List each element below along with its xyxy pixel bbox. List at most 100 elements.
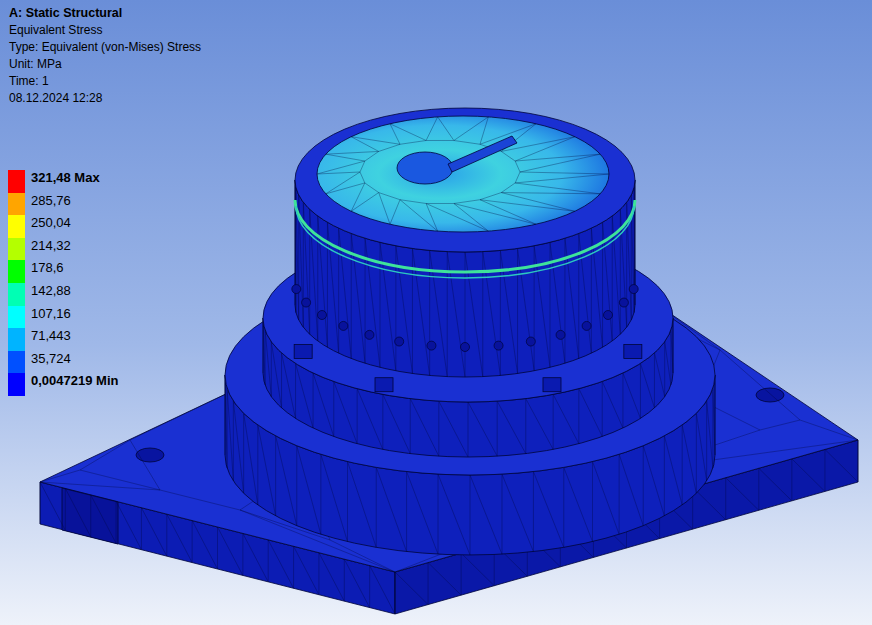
mesh-edge: [244, 413, 258, 505]
mesh-edge: [268, 540, 269, 582]
mesh-edge: [461, 553, 462, 595]
mesh-edge: [192, 521, 193, 563]
mesh-edge: [395, 572, 428, 605]
mesh-edge: [858, 440, 859, 482]
mesh-edge: [317, 161, 365, 174]
bolt: [302, 298, 311, 307]
bolt-head: [624, 345, 642, 359]
bolt-head: [375, 378, 393, 392]
mesh-edge: [640, 363, 641, 418]
mesh-edge: [395, 572, 396, 614]
mesh-edge: [160, 490, 240, 510]
mesh-edge: [760, 420, 800, 430]
mesh-edge: [295, 363, 296, 418]
mesh-edge: [294, 546, 319, 594]
mesh-edge: [640, 363, 654, 407]
mesh-edge: [347, 462, 348, 542]
mesh-edge: [351, 183, 365, 211]
bolt: [556, 330, 565, 339]
mesh-edge: [664, 342, 665, 397]
mesh-edge: [365, 151, 379, 161]
mesh-edge: [281, 353, 282, 408]
mesh-edge: [454, 117, 488, 141]
mesh-edge: [664, 436, 682, 505]
mesh-edge: [438, 474, 439, 554]
mesh-edge: [166, 514, 167, 556]
mesh-edge: [351, 137, 400, 145]
mesh-edge: [602, 381, 623, 428]
legend-value: 35,724: [31, 351, 71, 366]
mesh-edge: [379, 193, 390, 225]
mesh-edge: [407, 472, 438, 555]
mesh-edge: [326, 154, 365, 161]
legend-row: 71,443: [8, 328, 118, 351]
mesh-edge: [141, 508, 166, 556]
mesh-edge: [515, 172, 520, 183]
result-info: Unit: MPa: [9, 56, 201, 73]
bolt: [461, 343, 470, 352]
bolt: [526, 337, 535, 346]
mesh-edge: [515, 183, 600, 194]
mesh-edge: [296, 446, 297, 526]
mesh-edge: [654, 353, 655, 408]
mesh-edge: [468, 402, 497, 456]
mesh-edge: [438, 401, 439, 456]
legend-swatch: [8, 260, 25, 283]
bolt-head: [294, 345, 312, 359]
result-info: Time: 1: [9, 73, 201, 90]
mesh-edge: [720, 350, 800, 420]
legend-value: 321,48 Max: [31, 170, 100, 185]
mesh-edge: [515, 161, 520, 172]
mesh-edge: [320, 454, 321, 534]
mesh-edge: [438, 474, 470, 555]
mesh-edge: [707, 401, 713, 468]
mesh-edge: [461, 553, 494, 586]
mesh-edge: [682, 425, 696, 493]
legend-value: 71,443: [31, 328, 71, 343]
mesh-edge: [713, 388, 715, 455]
mesh-edge: [406, 472, 407, 552]
mesh-edge: [400, 200, 438, 231]
mesh-edge: [400, 140, 426, 144]
mesh-edge: [526, 399, 553, 450]
legend-swatch: [8, 215, 25, 238]
mesh-edge: [428, 563, 429, 605]
legend-row: 178,6: [8, 260, 118, 283]
bolt: [365, 330, 374, 339]
mesh-edge: [520, 154, 600, 172]
bolt: [395, 337, 404, 346]
mesh-edge: [520, 172, 609, 174]
mesh-edge: [593, 462, 620, 535]
mesh-edge: [602, 381, 603, 436]
mesh-edge: [501, 151, 515, 161]
mesh-edge: [351, 193, 379, 212]
mesh-edge: [282, 353, 296, 419]
mesh-edge: [333, 381, 334, 436]
mesh-edge: [319, 553, 344, 601]
legend-value: 178,6: [31, 260, 64, 275]
mesh-edge: [130, 392, 230, 440]
mesh-edge: [671, 330, 673, 373]
legend-row: 250,04: [8, 215, 118, 238]
mesh-edge: [271, 342, 272, 397]
mesh-edge: [268, 540, 293, 588]
legend-value: 285,76: [31, 193, 71, 208]
mesh-edge: [130, 440, 160, 490]
mesh-edge: [243, 533, 268, 581]
mesh-edge: [622, 373, 623, 428]
mesh-edge: [497, 401, 498, 456]
mesh-edge: [725, 478, 726, 520]
mesh-edge: [825, 449, 858, 482]
legend-swatch: [8, 170, 25, 193]
mesh-edge: [759, 468, 792, 501]
legend-value: 214,32: [31, 238, 71, 253]
mesh-edge: [326, 183, 365, 194]
mesh-edge: [623, 373, 641, 418]
result-info: Equivalent Stress: [9, 22, 201, 39]
mesh-edge: [726, 478, 759, 511]
mesh-edge: [90, 495, 91, 537]
mesh-edge: [480, 117, 488, 144]
bolt: [604, 311, 613, 320]
mesh-edge: [665, 342, 671, 385]
bolt: [619, 298, 628, 307]
